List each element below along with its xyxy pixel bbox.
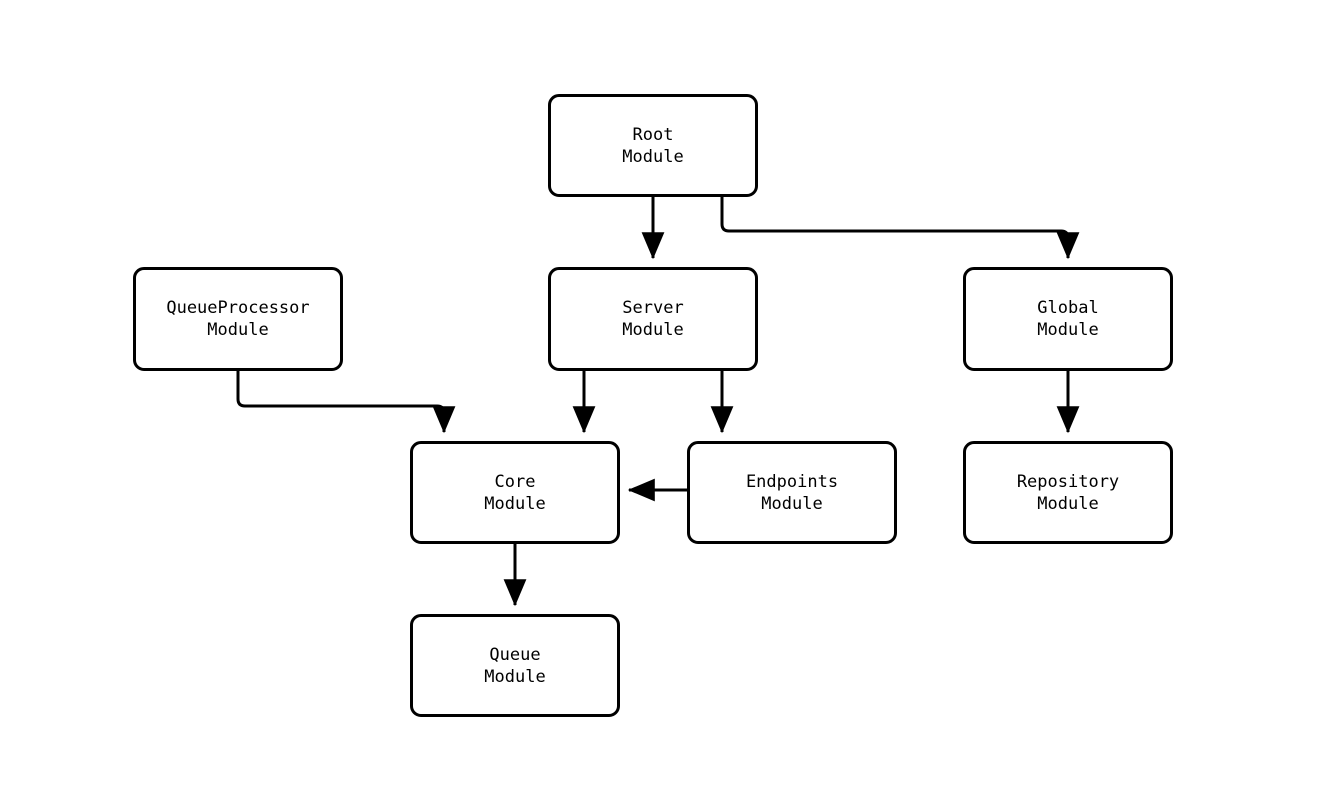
node-core-suffix: Module: [484, 493, 546, 514]
node-root-suffix: Module: [622, 146, 684, 167]
node-queueprocessor-name: QueueProcessor: [166, 298, 310, 318]
node-endpoints-name: Endpoints: [745, 471, 839, 492]
edges-group: [236, 197, 1080, 607]
node-endpoints-suffix: Module: [761, 493, 823, 514]
edge-root-to-global: [720, 197, 1080, 260]
node-core-name: Core: [494, 471, 536, 492]
node-repository-suffix: Module: [1037, 493, 1099, 514]
node-queueprocessor-suffix: Module: [207, 320, 269, 340]
edge-queueprocessor-to-core: [236, 371, 456, 434]
node-root-name: Root: [632, 124, 674, 145]
node-global-suffix: Module: [1037, 320, 1099, 340]
node-global-name: Global: [1037, 298, 1099, 318]
node-server-name: Server: [622, 298, 684, 318]
node-repository-name: Repository: [1016, 471, 1120, 492]
node-server-suffix: Module: [622, 320, 684, 340]
node-queue-name: Queue: [489, 644, 541, 665]
node-queue-suffix: Module: [484, 666, 546, 687]
